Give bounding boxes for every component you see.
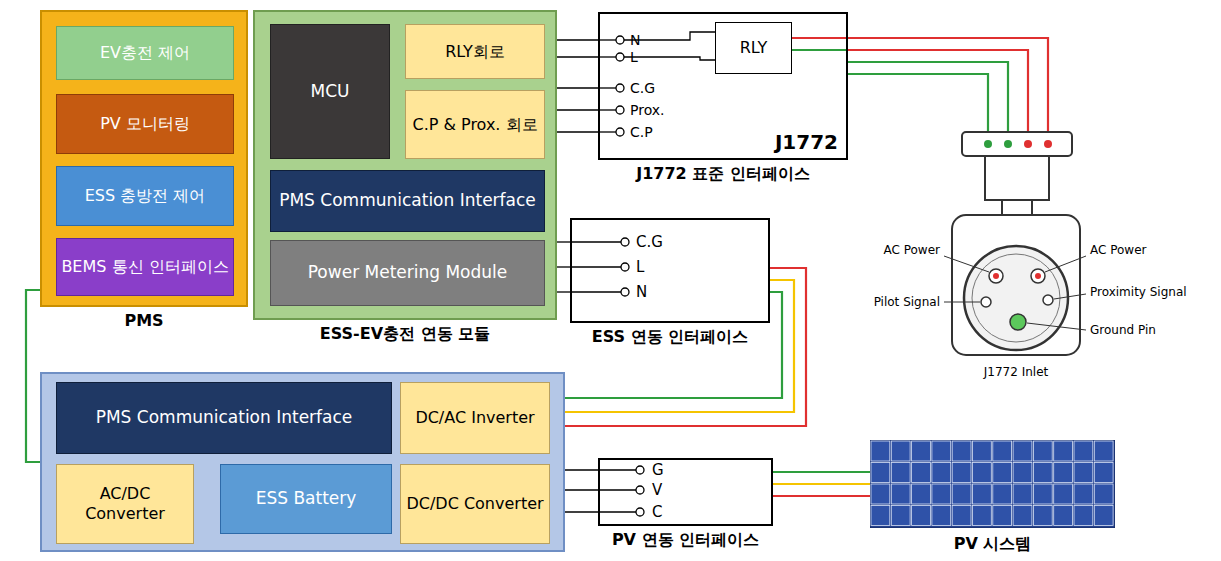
mcu-box: MCU bbox=[270, 24, 390, 159]
box-label: PMS Communication Interface bbox=[61, 386, 387, 450]
caption-label: PV 시스템 bbox=[840, 534, 1145, 555]
interface-box: PMS Communication Interface bbox=[270, 170, 545, 232]
function-box: BEMS 통신 인터페이스 bbox=[56, 238, 234, 296]
terminal-name: G bbox=[652, 461, 664, 479]
terminal-name: L bbox=[636, 258, 644, 276]
function-box: ESS 충방전 제어 bbox=[56, 166, 234, 226]
circuit-box: C.P & Prox. 회로 bbox=[405, 90, 545, 159]
pin-label: AC Power bbox=[884, 243, 940, 257]
function-box: PV 모니터링 bbox=[56, 94, 234, 154]
circuit-box: RLY회로 bbox=[405, 24, 545, 79]
caption-label: PV 연동 인터페이스 bbox=[570, 530, 801, 551]
box-label: RLY bbox=[720, 26, 787, 70]
converter-box: DC/AC Inverter bbox=[400, 382, 550, 454]
box-label: DC/DC Converter bbox=[405, 468, 545, 540]
caption-label: ESS 연동 인터페이스 bbox=[542, 327, 798, 348]
terminal-name: N bbox=[636, 283, 647, 301]
wire-connector bbox=[773, 471, 870, 473]
interface-box: PV 연동 인터페이스 bbox=[598, 458, 773, 526]
pin-label: AC Power bbox=[1090, 243, 1146, 257]
terminal-name: C.G bbox=[636, 233, 663, 251]
terminal-name: V bbox=[652, 481, 662, 499]
terminal-name: L bbox=[630, 49, 638, 65]
terminal-name: C bbox=[652, 503, 662, 521]
caption-label: ESS-EV충전 연동 모듈 bbox=[225, 324, 585, 345]
box-label: Power Metering Module bbox=[275, 244, 540, 302]
caption-label: PMS bbox=[12, 311, 276, 330]
module-group: ESS-EV충전 연동 모듈MCURLY회로C.P & Prox. 회로PMS … bbox=[253, 10, 557, 320]
interface-box: ESS 연동 인터페이스 bbox=[570, 218, 770, 323]
pv-panel: PV 시스템 bbox=[870, 440, 1115, 528]
box-label: DC/AC Inverter bbox=[405, 386, 545, 450]
wire-connector bbox=[550, 268, 806, 426]
converter-box: DC/DC Converter bbox=[400, 464, 550, 544]
caption-label: J1772 표준 인터페이스 bbox=[570, 164, 876, 185]
wire-connector bbox=[26, 290, 40, 462]
pin-label: Pilot Signal bbox=[874, 295, 940, 309]
box-label: BEMS 통신 인터페이스 bbox=[61, 242, 229, 292]
ess-group: PMS Communication Interface DC/AC Inverte… bbox=[40, 372, 565, 552]
interface-box: PMS Communication Interface bbox=[56, 382, 392, 454]
box-label: RLY회로 bbox=[410, 28, 540, 75]
caption-label: J1772 bbox=[775, 130, 838, 154]
relay-box: RLY bbox=[715, 22, 792, 74]
wire-connector bbox=[557, 87, 598, 88]
pin-label: Ground Pin bbox=[1090, 323, 1156, 337]
converter-box: AC/DC Converter bbox=[56, 464, 194, 544]
terminal-name: C.G bbox=[630, 80, 655, 96]
pin-label: Proximity Signal bbox=[1090, 285, 1187, 299]
meter-box: Power Metering Module bbox=[270, 240, 545, 306]
box-label: ESS Battery bbox=[225, 468, 387, 530]
wire-connector bbox=[773, 483, 870, 485]
function-box: EV충전 제어 bbox=[56, 26, 234, 80]
box-label: EV충전 제어 bbox=[61, 30, 229, 76]
box-label: C.P & Prox. 회로 bbox=[410, 94, 540, 155]
box-label: ESS 충방전 제어 bbox=[61, 170, 229, 222]
pms-group: PMSEV충전 제어PV 모니터링ESS 충방전 제어BEMS 통신 인터페이스 bbox=[40, 10, 248, 307]
box-label: PV 모니터링 bbox=[61, 98, 229, 150]
box-label: AC/DC Converter bbox=[61, 468, 189, 540]
box-label: MCU bbox=[275, 28, 385, 155]
battery-box: ESS Battery bbox=[220, 464, 392, 534]
terminal-name: C.P bbox=[630, 124, 653, 140]
terminal-name: Prox. bbox=[630, 102, 665, 118]
wire-connector bbox=[773, 495, 870, 497]
pin-label: J1772 Inlet bbox=[984, 365, 1048, 379]
solar-panel-cells bbox=[870, 440, 1115, 528]
terminal-name: N bbox=[630, 32, 640, 48]
box-label: PMS Communication Interface bbox=[275, 174, 540, 228]
